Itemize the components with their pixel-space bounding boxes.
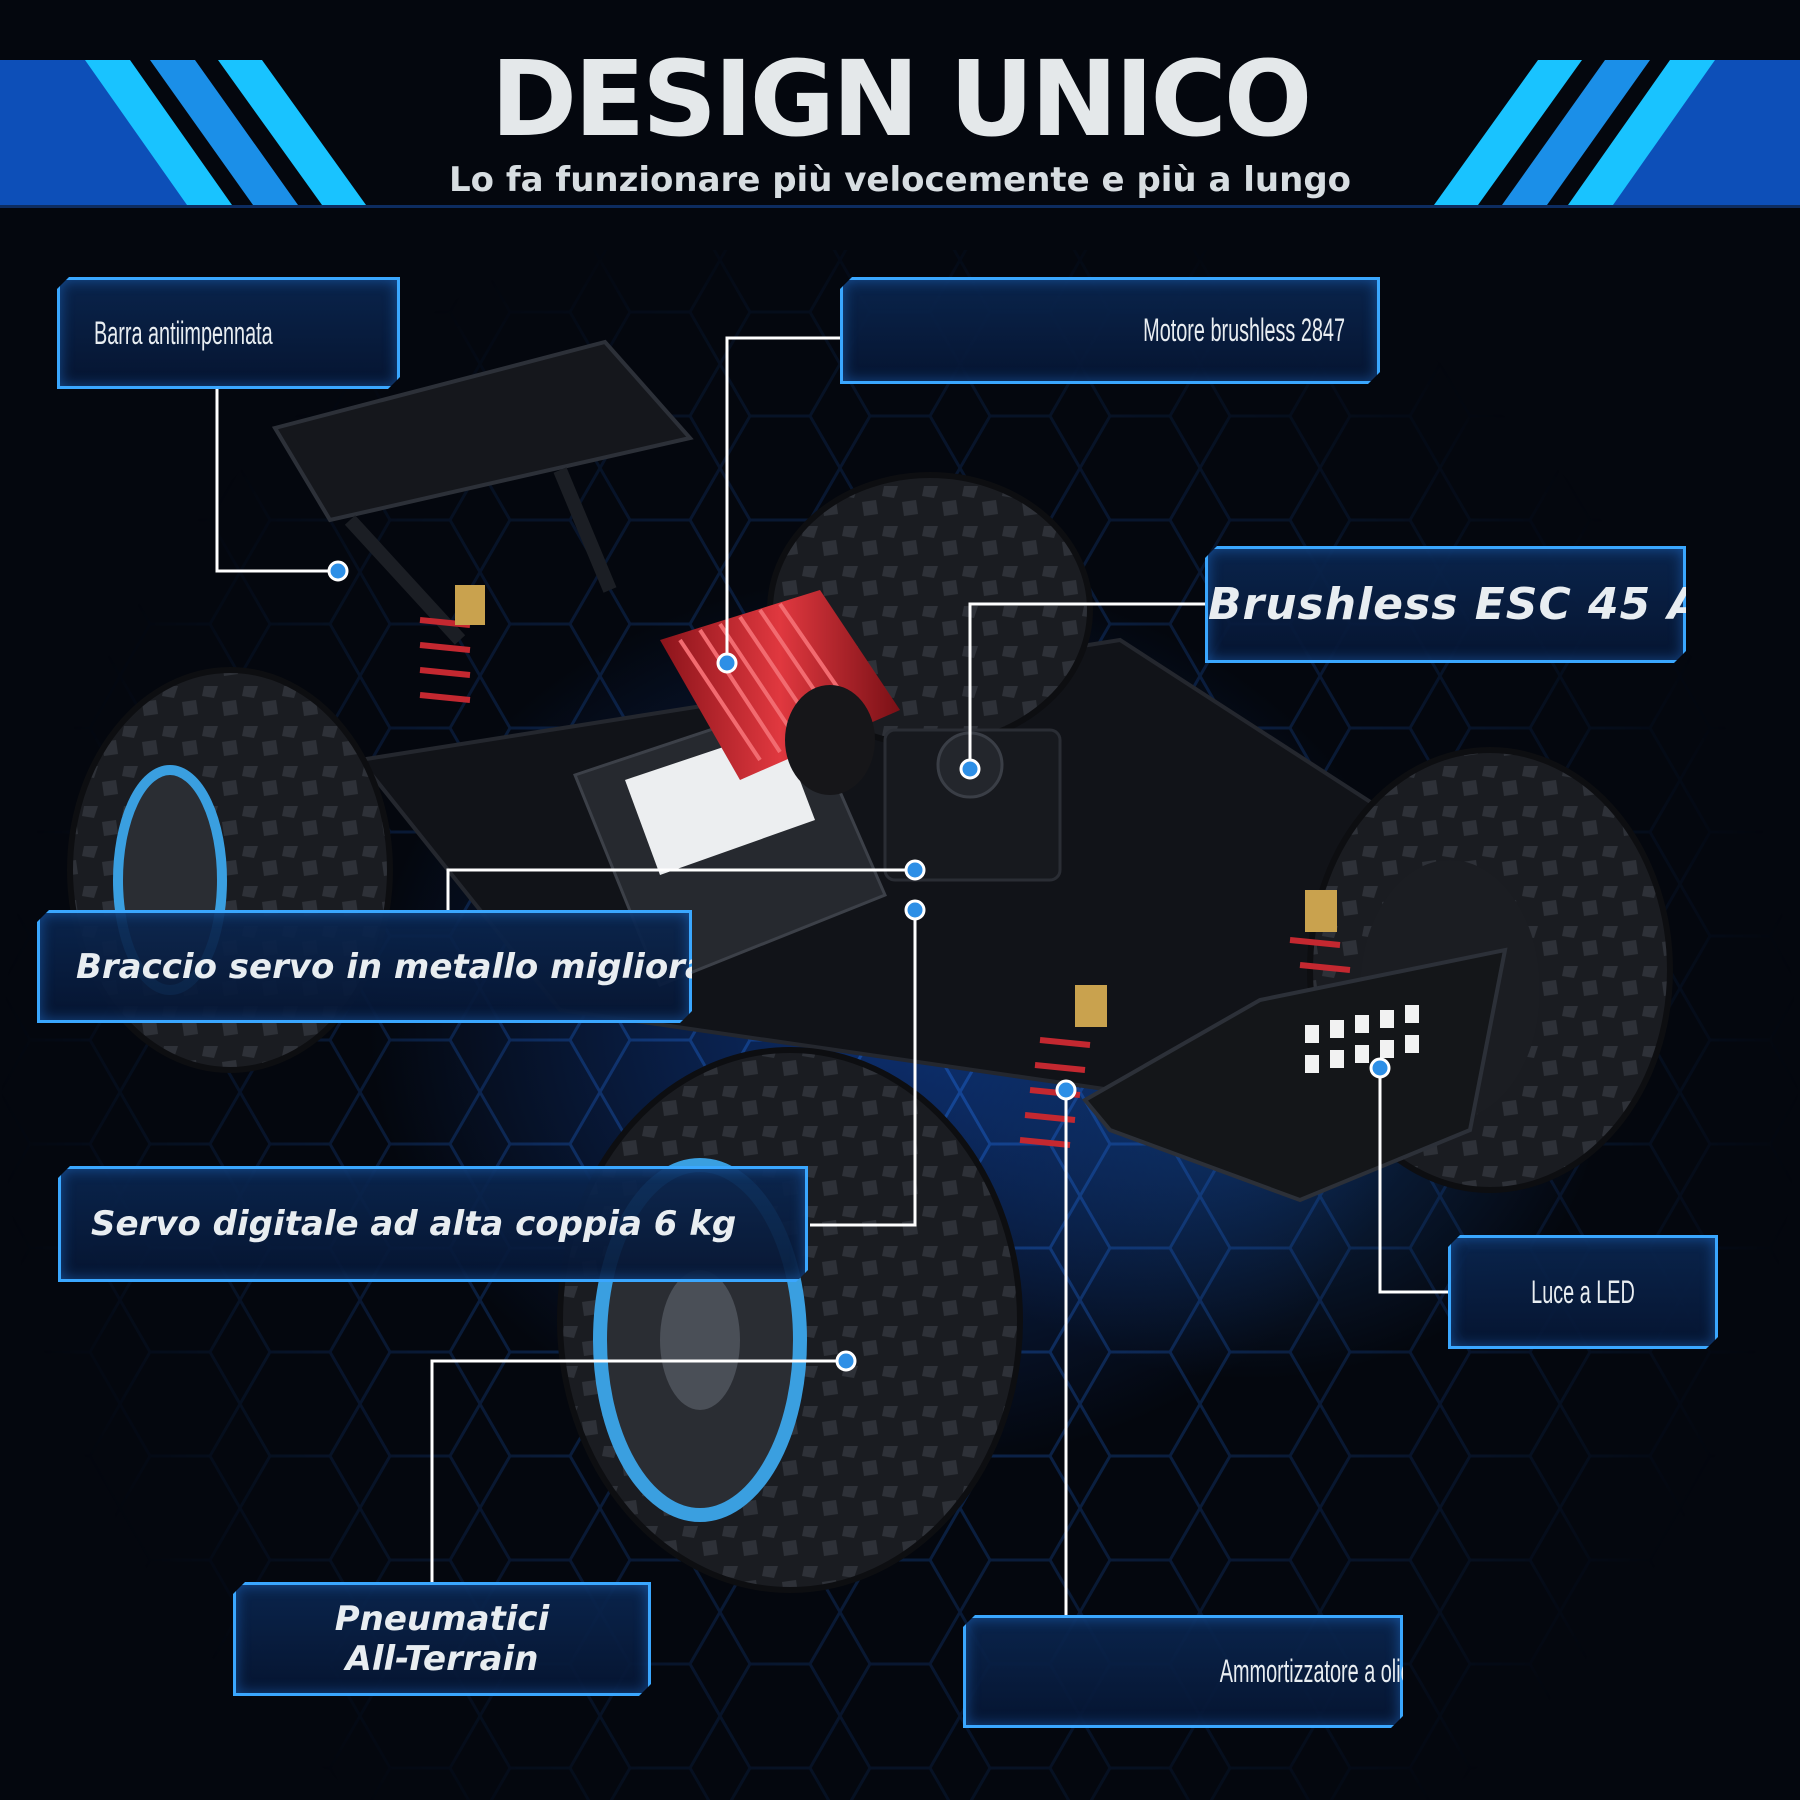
callout-label: Ammortizzatore a olio <box>1219 1653 1412 1689</box>
callout-label: Barra antiimpennata <box>94 314 273 351</box>
callout-label: Luce a LED <box>1531 1273 1635 1310</box>
callout-metal-servo-arm: Braccio servo in metallo migliorato <box>37 910 692 1023</box>
callout-label: Motore brushless 2847 <box>1143 312 1345 348</box>
callout-label-line1: Pneumatici <box>334 1599 550 1639</box>
callout-label-line2: All-Terrain <box>345 1639 539 1679</box>
callout-all-terrain-tires: Pneumatici All-Terrain <box>233 1582 651 1696</box>
callout-brushless-esc: Brushless ESC 45 A <box>1205 546 1686 663</box>
callout-label: Braccio servo in metallo migliorato <box>76 946 748 987</box>
page-title: DESIGN UNICO <box>490 38 1313 160</box>
page-subtitle: Lo fa funzionare più velocemente e più a… <box>448 160 1352 200</box>
callout-digital-servo: Servo digitale ad alta coppia 6 kg <box>58 1166 808 1282</box>
callout-anti-wheelie-bar: Barra antiimpennata <box>57 277 400 389</box>
callout-label: Servo digitale ad alta coppia 6 kg <box>91 1204 737 1244</box>
callout-led-light: Luce a LED <box>1448 1235 1718 1349</box>
callout-dot-icon <box>327 560 1391 1372</box>
motor-icon <box>660 590 900 795</box>
callout-brushless-motor: Motore brushless 2847 <box>840 277 1380 384</box>
header-stripes <box>0 60 1800 208</box>
callout-oil-shock: Ammortizzatore a olio <box>963 1615 1403 1728</box>
callout-label: Brushless ESC 45 A <box>1208 579 1703 630</box>
